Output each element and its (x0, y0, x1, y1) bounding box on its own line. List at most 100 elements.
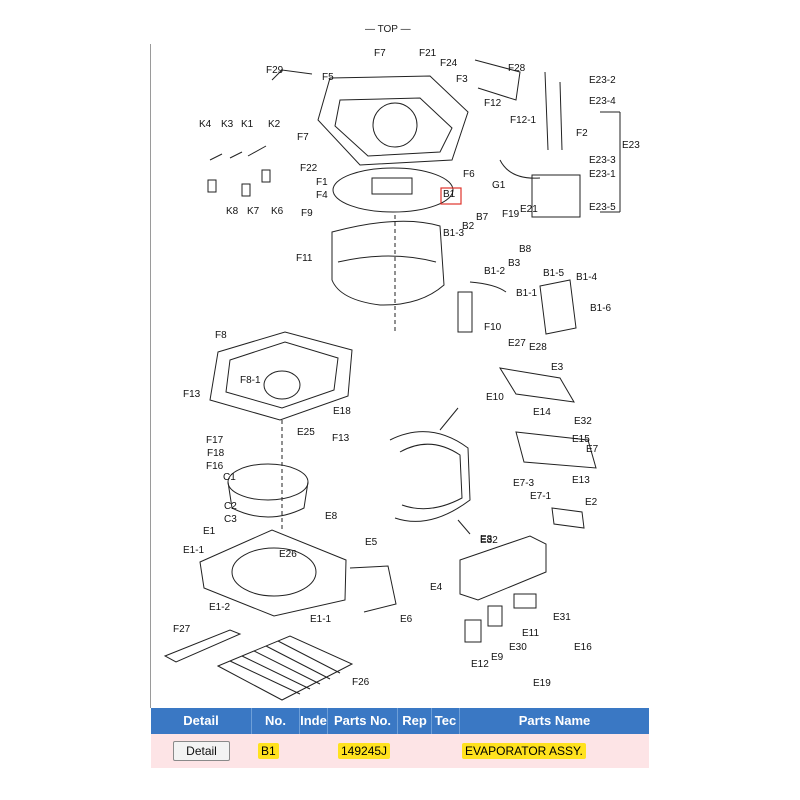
drain-pan-e1 (199, 529, 347, 617)
part-label: F10 (484, 322, 502, 333)
part-label: E16 (574, 642, 592, 653)
part-label: F7 (297, 132, 309, 143)
part-label: E23-5 (589, 202, 616, 213)
part-label: B1-4 (576, 272, 598, 283)
part-label: E4 (430, 582, 443, 593)
part-label: E1 (203, 526, 216, 537)
part-label: E25 (297, 427, 315, 438)
table-row[interactable]: Detail B1 149245J EVAPORATOR ASSY. (151, 734, 649, 768)
evaporator-coil-inner (337, 255, 437, 263)
part-label: E32 (480, 535, 498, 546)
part-label: B1 (443, 189, 456, 200)
cell-index (300, 734, 328, 768)
part-label: G1 (492, 180, 506, 191)
part-label: E23-2 (589, 75, 616, 86)
part-no-value: B1 (258, 743, 279, 759)
part-label: E23-3 (589, 155, 616, 166)
part-label: E14 (533, 407, 551, 418)
part-label: B1-3 (443, 228, 465, 239)
top-casing-shape (317, 75, 469, 166)
part-label: F26 (352, 677, 370, 688)
part-label: K1 (241, 119, 254, 130)
part-label: F5 (322, 72, 334, 83)
part-label: E7-3 (513, 478, 535, 489)
part-label: F29 (266, 65, 284, 76)
part-label: F7 (374, 48, 386, 59)
part-label: E8 (480, 534, 493, 545)
top-casing-inner (334, 97, 453, 157)
part-label: K8 (226, 206, 239, 217)
part-label: F8-1 (240, 375, 261, 386)
part-label: B3 (508, 258, 521, 269)
top-fan-plate (372, 102, 418, 148)
part-label: F21 (419, 48, 437, 59)
part-label: F6 (463, 169, 475, 180)
part-label: E3 (551, 362, 564, 373)
part-label: E12 (471, 659, 489, 670)
part-label: K6 (271, 206, 284, 217)
part-label: E26 (279, 549, 297, 560)
parts-table: Detail No. Inde Parts No. Rep Tec Parts … (151, 708, 649, 768)
control-box-plate (371, 177, 413, 195)
fan-motor-frame (209, 331, 353, 421)
part-label: B1-1 (516, 288, 538, 299)
header-parts-name: Parts Name (518, 713, 591, 728)
e5-duct (349, 565, 397, 613)
cell-no: B1 (252, 734, 300, 768)
part-label: C2 (224, 501, 237, 512)
part-label: E1-1 (183, 545, 205, 556)
header-parts-no: Parts No. (328, 708, 398, 734)
grille-f26 (216, 635, 354, 701)
e23-pipes (544, 71, 563, 151)
part-label: B1-6 (590, 303, 612, 314)
part-label: F19 (502, 209, 520, 220)
header-rep: Rep (398, 708, 432, 734)
part-label: E19 (533, 678, 551, 689)
part-label: E9 (491, 652, 504, 663)
turbo-fan-c1 (227, 463, 309, 501)
cell-detail: Detail (151, 734, 252, 768)
part-label: F1 (316, 177, 328, 188)
part-label: F9 (301, 208, 313, 219)
detail-button[interactable]: Detail (173, 741, 230, 761)
part-label: E13 (572, 475, 590, 486)
part-label: B1-2 (484, 266, 506, 277)
part-label: E7 (586, 444, 599, 455)
pipe-g1 (499, 159, 541, 179)
part-label: E7-1 (530, 491, 552, 502)
control-box-e3 (498, 367, 575, 403)
insulation-ring (332, 167, 454, 213)
cell-parts-name: EVAPORATOR ASSY. (460, 734, 649, 768)
part-label: F17 (206, 435, 224, 446)
e9-part (487, 605, 503, 627)
part-label: E23-4 (589, 96, 616, 107)
frame-view (389, 431, 471, 522)
cell-rep (398, 734, 432, 768)
part-label: F22 (300, 163, 318, 174)
part-label: F27 (173, 624, 191, 635)
e12-part (464, 619, 482, 643)
part-label: E11 (522, 628, 539, 639)
arrow-down (457, 519, 471, 535)
b1-callout-box[interactable] (440, 187, 462, 205)
part-label: F18 (207, 448, 225, 459)
fan-motor-frame-inner (225, 341, 339, 409)
part-label: F16 (206, 461, 224, 472)
arrow-up (439, 407, 459, 431)
part-label: B8 (519, 244, 532, 255)
header-tec: Tec (432, 708, 460, 734)
top-label: — TOP — (365, 24, 411, 35)
part-label: E23-1 (589, 169, 616, 180)
cell-parts-no: 149245J (328, 734, 398, 768)
part-label: F3 (456, 74, 468, 85)
part-label: F24 (440, 58, 458, 69)
e21-cover (531, 174, 581, 218)
header-index: Inde (300, 708, 328, 734)
part-label: F4 (316, 190, 328, 201)
exploded-parts-diagram: F21F7F24F3F29F5F28E23-2E23-4F12F12-1F2E2… (163, 48, 640, 701)
cell-tec (432, 734, 460, 768)
part-label: K3 (221, 119, 234, 130)
arrow-right (469, 281, 507, 293)
part-label: E6 (400, 614, 413, 625)
part-label: F13 (183, 389, 201, 400)
